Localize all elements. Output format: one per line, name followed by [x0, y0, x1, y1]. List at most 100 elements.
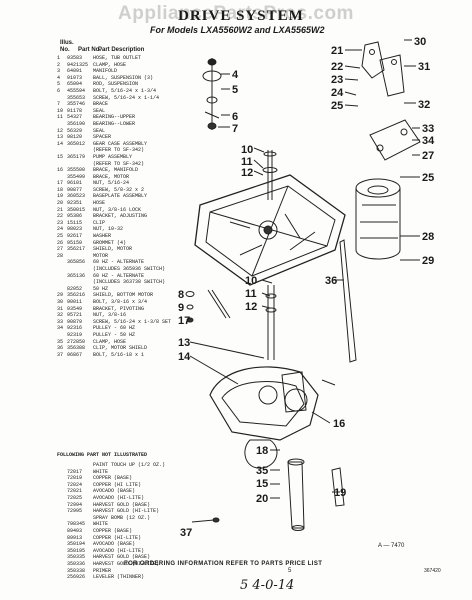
paint-part-number: 350195	[67, 547, 86, 554]
illus-number: 35	[57, 338, 64, 345]
paint-description: SPRAY BOMB (12 OZ.)	[93, 514, 151, 521]
part-number: 98120	[67, 134, 83, 141]
part-description: CLIP, MOTOR SHIELD	[93, 345, 148, 352]
illus-number: 15	[57, 153, 64, 160]
paint-description: HARVEST GOLD (BASE)	[93, 554, 151, 561]
callout-number: 12	[241, 167, 254, 179]
page-subtitle: For Models LXA5560W2 and LXA5565W2	[150, 25, 325, 35]
paint-part-number: 72025	[67, 494, 83, 501]
part-number: 95386	[67, 213, 83, 220]
part-description: PUMP ASSEMBLY	[93, 153, 133, 160]
paint-description: WHITE	[93, 521, 109, 528]
part-number: 355500	[67, 167, 86, 174]
callout-number: 21	[331, 45, 344, 57]
illus-number: 11	[57, 114, 64, 121]
part-description: NUT, 5/16-24	[93, 180, 130, 187]
paint-row: 798345 WHITE	[57, 521, 187, 528]
illus-number: 2	[57, 61, 61, 68]
illus-number: 24	[57, 226, 64, 233]
part-description: GEAR CASE ASSEMBLY	[93, 140, 148, 147]
paint-description: LEVELER (THINNER)	[93, 574, 145, 581]
paint-part-number: 350336	[67, 560, 86, 567]
illus-number: 14	[57, 140, 64, 147]
callout-number: 15	[256, 478, 269, 490]
paint-description: PRIMER	[93, 567, 112, 574]
parts-row: 2 9421325 CLAMP, HOSE	[57, 62, 187, 69]
diagram-lines	[185, 39, 421, 531]
callout-number: 30	[414, 36, 427, 48]
callout-number: 34	[422, 135, 435, 147]
paint-part-number: 72019	[67, 475, 83, 482]
callout-number: 16	[333, 418, 346, 430]
illus-number: 16	[57, 167, 64, 174]
part-description: BRACKET, ADJUSTING	[93, 213, 148, 220]
part-number: 272850	[67, 338, 86, 345]
illus-number: 12	[57, 127, 64, 134]
part-description: NUT, 10-32	[93, 226, 124, 233]
callout-number: 5	[232, 84, 239, 96]
illus-number: 25	[57, 233, 64, 240]
part-description: BEARING--UPPER	[93, 114, 136, 121]
paint-part-number: 798345	[67, 521, 86, 528]
parts-row: (INCLUDES 363738 SWITCH)	[57, 279, 187, 286]
paint-row: SPRAY BOMB (12 OZ.)	[57, 515, 187, 522]
paint-description: COPPER (BASE)	[93, 475, 133, 482]
part-description: GROMMET (4)	[93, 239, 127, 246]
paint-description: COPPER (HI-LITE)	[93, 534, 142, 541]
part-number: 9421325	[67, 61, 89, 68]
header-illus-no: Illus. No.	[60, 40, 74, 53]
part-description: 60 HZ - ALTERNATE	[93, 272, 145, 279]
part-number: 90879	[67, 318, 83, 325]
callout-number: 23	[331, 74, 344, 86]
illus-number: 1	[57, 55, 61, 61]
part-number: 93549	[67, 305, 83, 312]
callout-number: 10	[245, 275, 258, 287]
part-description: BALL, SUSPENSION (3)	[93, 74, 154, 81]
part-number: 355653	[67, 94, 86, 101]
illus-number: 7	[57, 101, 61, 108]
part-description: SCREW, 5/16-24 x 1-3/8 SET	[93, 318, 172, 325]
callout-number: 35	[256, 465, 269, 477]
callout-number: 24	[331, 87, 344, 99]
illus-number: 20	[57, 200, 64, 207]
part-description: WASHER	[93, 233, 112, 240]
callout-number: 11	[245, 288, 257, 300]
part-number: 65004	[67, 81, 83, 88]
paint-part-number: 89913	[67, 534, 83, 541]
part-description: SEAL	[93, 107, 106, 114]
page-title: DRIVE SYSTEM	[178, 8, 304, 24]
callout-number: 29	[422, 255, 435, 267]
illus-number: 27	[57, 246, 64, 253]
callout-number: 31	[418, 61, 431, 73]
illus-number: 19	[57, 193, 64, 200]
paint-description: AVOCADO (HI-LITE)	[93, 547, 145, 554]
part-description: CLAMP, HOSE	[93, 61, 127, 68]
paint-description: PAINT TOUCH UP (1/2 OZ.)	[93, 462, 166, 468]
illus-number: 10	[57, 107, 64, 114]
illus-number: 29	[57, 292, 64, 299]
part-description: SHIELD, BOTTOM MOTOR	[93, 292, 154, 299]
parts-row: (INCLUDES 365936 SWITCH)	[57, 266, 187, 273]
illus-number: 26	[57, 239, 64, 246]
paint-description: AVOCADO (BASE)	[93, 541, 136, 548]
part-number: 15115	[67, 219, 83, 226]
watermark: AppliancePartsPros.com	[118, 3, 354, 24]
illus-number: 21	[57, 206, 64, 213]
part-number: 91073	[67, 74, 83, 81]
part-description: SCREW, 5/16-24 x 1-1/4	[93, 94, 160, 101]
